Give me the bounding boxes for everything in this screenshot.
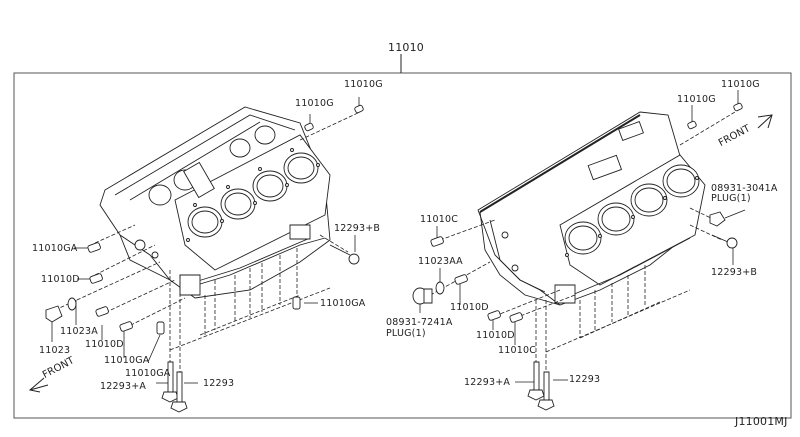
figure-code: J11001MJ — [735, 415, 788, 428]
right-small-parts — [413, 103, 743, 410]
part-label-11023A[interactable]: 11023A — [60, 326, 98, 337]
right-front-arrow-icon — [758, 115, 772, 128]
part-label-11010C[interactable]: 11010C — [498, 345, 537, 356]
part-label-12293-A[interactable]: 12293+A — [464, 377, 511, 388]
part-label-12293[interactable]: 12293 — [569, 374, 601, 385]
diagram-frame — [14, 73, 791, 418]
part-label-11010G[interactable]: 11010G — [677, 94, 716, 105]
part-label-11010G[interactable]: 11010G — [344, 79, 383, 90]
part-label-11010GA[interactable]: 11010GA — [104, 355, 150, 366]
left-front-arrow-icon — [30, 378, 48, 392]
part-label-11010G[interactable]: 11010G — [721, 79, 760, 90]
plug-quantity-label: PLUG(1) — [386, 328, 426, 339]
left-small-parts — [46, 105, 364, 412]
part-label-12293-B[interactable]: 12293+B — [711, 267, 758, 278]
part-label-11023[interactable]: 11023 — [39, 345, 71, 356]
part-label-11010GA[interactable]: 11010GA — [125, 368, 171, 379]
part-label-11010GA[interactable]: 11010GA — [32, 243, 78, 254]
part-label-11010D[interactable]: 11010D — [41, 274, 80, 285]
part-label-11010D[interactable]: 11010D — [476, 330, 515, 341]
part-label-11023AA[interactable]: 11023AA — [418, 256, 463, 267]
assembly-part-number: 11010 — [388, 41, 424, 54]
part-label-11010D[interactable]: 11010D — [450, 302, 489, 313]
left-leaders — [52, 97, 360, 383]
right-leaders — [420, 90, 745, 382]
part-label-08931-3041A[interactable]: 08931-3041A — [711, 183, 778, 194]
part-label-12293-B[interactable]: 12293+B — [334, 223, 381, 234]
part-label-12293[interactable]: 12293 — [203, 378, 235, 389]
part-label-08931-7241A[interactable]: 08931-7241A — [386, 317, 453, 328]
plug-quantity-label: PLUG(1) — [711, 193, 751, 204]
part-label-11010D[interactable]: 11010D — [85, 339, 124, 350]
part-label-11010GA[interactable]: 11010GA — [320, 298, 366, 309]
part-label-11010C[interactable]: 11010C — [420, 214, 459, 225]
part-label-11010G[interactable]: 11010G — [295, 98, 334, 109]
left-engine-block — [100, 107, 330, 298]
right-engine-block — [478, 112, 705, 305]
part-label-12293-A[interactable]: 12293+A — [100, 381, 147, 392]
